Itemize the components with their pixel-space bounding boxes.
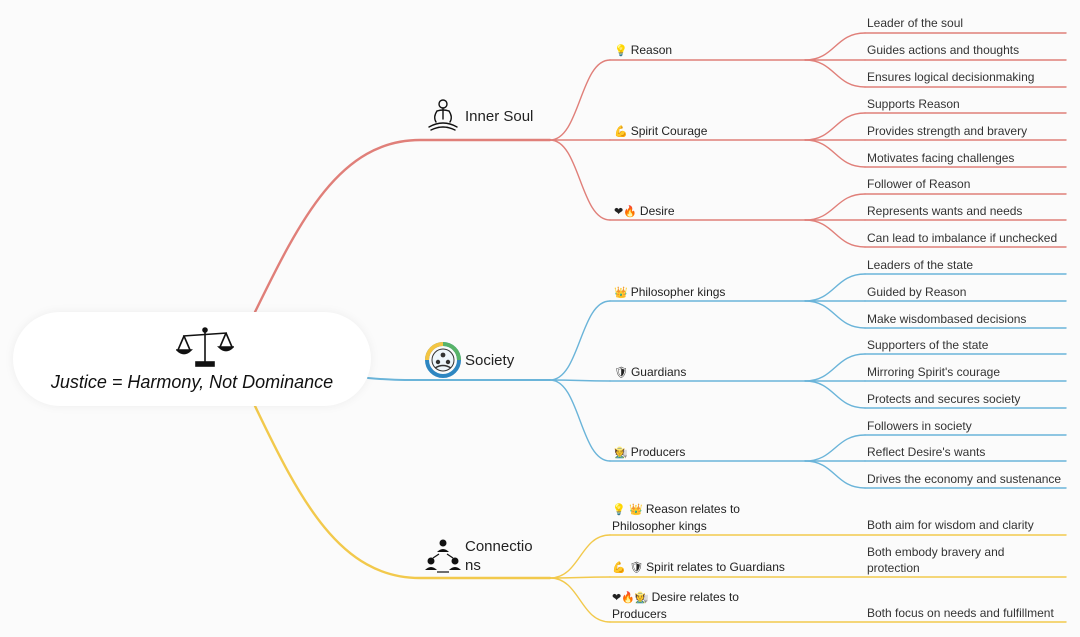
link-spirit-leafin-0 bbox=[804, 112, 866, 141]
root-node[interactable]: Justice = Harmony, Not Dominance bbox=[13, 312, 371, 406]
leaf[interactable]: Supporters of the state bbox=[867, 338, 989, 352]
link-producers-leafin-2 bbox=[804, 460, 866, 489]
node-desire-producers[interactable]: ❤🔥🧑‍🌾Desire relates to Producers bbox=[612, 590, 739, 621]
community-circle-icon bbox=[425, 342, 461, 378]
branch-label-inner-soul[interactable]: Inner Soul bbox=[465, 108, 534, 125]
link-desire-leafin-0 bbox=[804, 193, 866, 221]
leaf[interactable]: Represents wants and needs bbox=[867, 204, 1023, 218]
link-root-connections bbox=[253, 404, 552, 580]
link-reason-leafin-2 bbox=[804, 59, 866, 88]
node-desire[interactable]: ❤🔥Desire bbox=[614, 204, 675, 218]
meditation-icon bbox=[428, 99, 458, 131]
shield-icon: 🛡 bbox=[614, 366, 628, 379]
leaf[interactable]: Leaders of the state bbox=[867, 258, 974, 272]
link-conn-in-0 bbox=[549, 534, 611, 579]
node-philosopher-kings[interactable]: 👑Philosopher kings bbox=[614, 285, 726, 299]
link-root-society bbox=[367, 377, 551, 381]
link-producers-in-0 bbox=[549, 379, 611, 462]
link-desire-leafin-2 bbox=[804, 219, 866, 248]
link-spirit-leafin-2 bbox=[804, 139, 866, 168]
heart-fire-farmer-icon: ❤🔥🧑‍🌾 bbox=[612, 591, 649, 604]
leaf[interactable]: Leader of the soul bbox=[867, 16, 964, 30]
farmer-icon: 🧑‍🌾 bbox=[614, 446, 628, 459]
link-conn-in-1 bbox=[549, 576, 611, 579]
link-root-inner-soul bbox=[253, 138, 552, 314]
branch-label-society[interactable]: Society bbox=[465, 352, 515, 369]
crown-icon: 👑 bbox=[614, 286, 628, 299]
link-guardians-in-0 bbox=[549, 379, 611, 382]
leaf[interactable]: Make wisdombased decisions bbox=[867, 312, 1027, 326]
leaf[interactable]: Guided by Reason bbox=[867, 285, 967, 299]
node-reason-philosopher[interactable]: 💡 👑Reason relates to Philosopher kings bbox=[612, 502, 740, 533]
lightbulb-icon: 💡 bbox=[614, 44, 628, 57]
leaf[interactable]: Motivates facing challenges bbox=[867, 151, 1015, 165]
leaf[interactable]: Follower of Reason bbox=[867, 177, 971, 191]
node-producers[interactable]: 🧑‍🌾Producers bbox=[614, 445, 686, 459]
branch-label-connections[interactable]: Connectio ns bbox=[465, 538, 533, 574]
link-reason-leafin-0 bbox=[804, 32, 866, 61]
link-desire-in-0 bbox=[549, 139, 611, 221]
leaf[interactable]: Can lead to imbalance if unchecked bbox=[867, 231, 1058, 245]
root-title: Justice = Harmony, Not Dominance bbox=[50, 372, 334, 392]
leaf[interactable]: Both aim for wisdom and clarity bbox=[867, 518, 1034, 532]
flexed-biceps-icon: 💪 bbox=[614, 125, 628, 138]
link-guardians-leafin-2 bbox=[804, 380, 866, 409]
link-producers-leafin-0 bbox=[804, 434, 866, 462]
leaf[interactable]: Protects and secures society bbox=[867, 392, 1021, 406]
leaf[interactable]: Both embody bravery and protection bbox=[867, 545, 1005, 575]
leaf[interactable]: Reflect Desire's wants bbox=[867, 445, 986, 459]
node-guardians[interactable]: 🛡Guardians bbox=[614, 365, 687, 379]
heart-fire-icon: ❤🔥 bbox=[614, 205, 637, 218]
link-guardians-leafin-0 bbox=[804, 353, 866, 382]
node-spirit-courage[interactable]: 💪Spirit Courage bbox=[614, 124, 708, 138]
link-philosopher-leafin-0 bbox=[804, 273, 866, 302]
leaf[interactable]: Guides actions and thoughts bbox=[867, 43, 1020, 57]
link-philosopher-leafin-2 bbox=[804, 300, 866, 329]
leaf[interactable]: Drives the economy and sustenance bbox=[867, 472, 1062, 486]
leaf[interactable]: Mirroring Spirit's courage bbox=[867, 365, 1001, 379]
link-conn-in-2 bbox=[549, 577, 611, 623]
lightbulb-crown-icon: 💡 👑 bbox=[612, 503, 643, 516]
node-reason[interactable]: 💡Reason bbox=[614, 43, 673, 57]
biceps-shield-icon: 💪 🛡 bbox=[612, 561, 644, 574]
leaf[interactable]: Followers in society bbox=[867, 419, 972, 433]
leaf[interactable]: Supports Reason bbox=[867, 97, 960, 111]
leaf[interactable]: Ensures logical decisionmaking bbox=[867, 70, 1035, 84]
leaf[interactable]: Both focus on needs and fulfillment bbox=[867, 606, 1054, 620]
node-spirit-guardians[interactable]: 💪 🛡Spirit relates to Guardians bbox=[612, 560, 785, 574]
people-network-icon bbox=[425, 539, 461, 573]
scales-icon bbox=[176, 327, 234, 367]
leaf[interactable]: Provides strength and bravery bbox=[867, 124, 1028, 138]
link-philosopher-in-0 bbox=[549, 300, 611, 381]
link-reason-in-0 bbox=[549, 59, 611, 141]
